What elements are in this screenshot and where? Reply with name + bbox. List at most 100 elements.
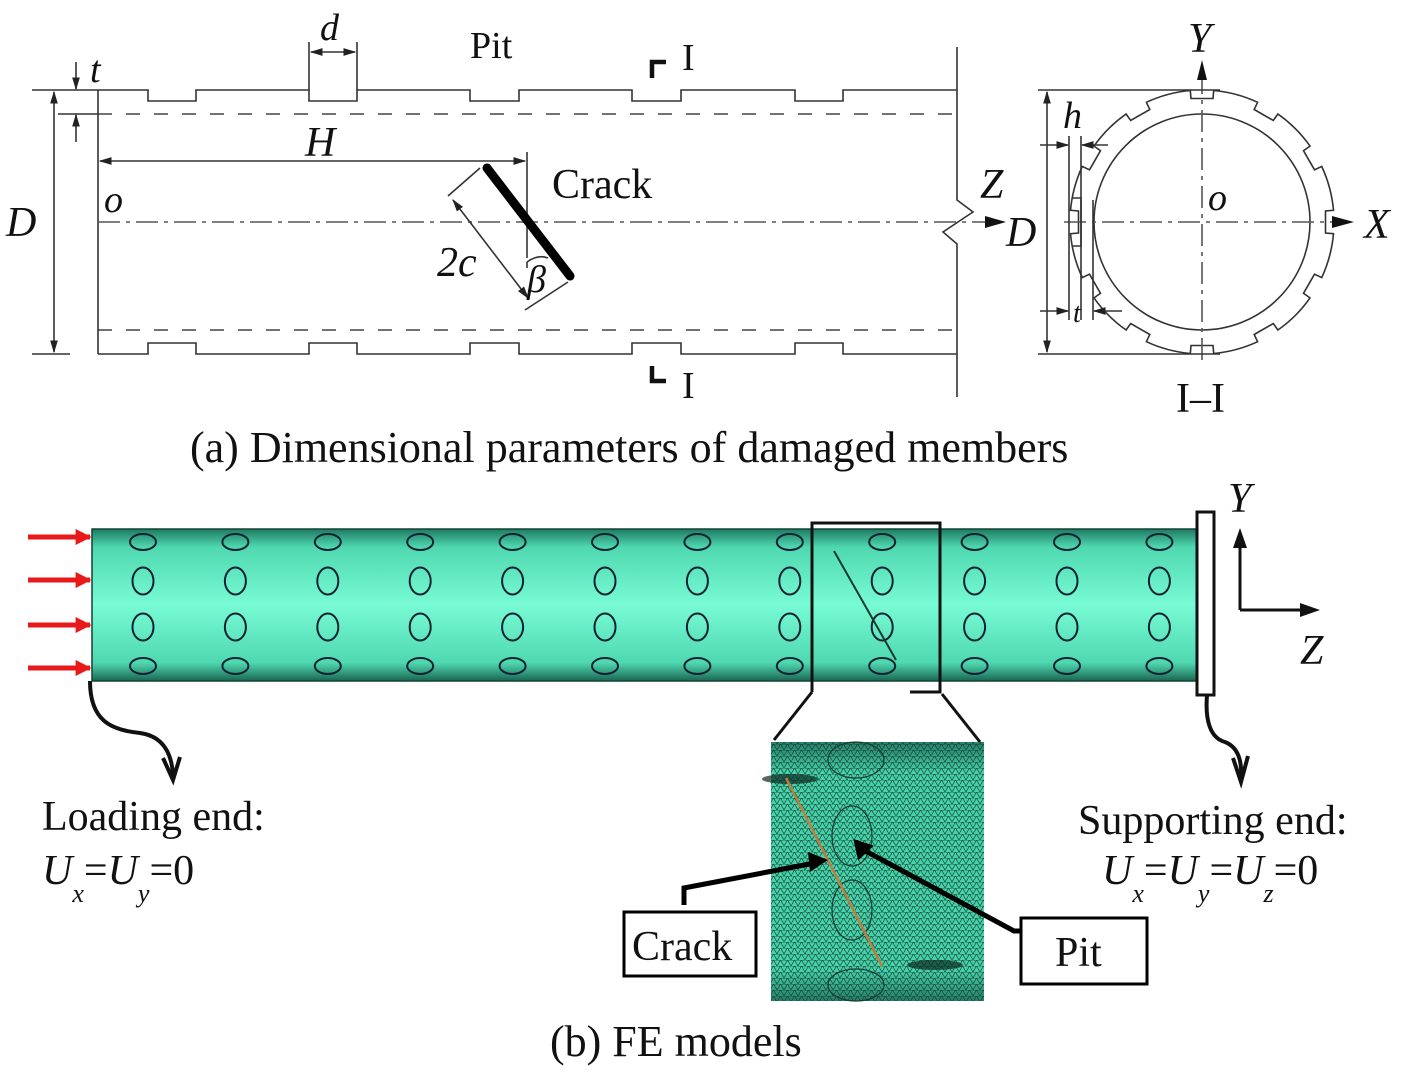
label-pit: Pit <box>470 25 513 67</box>
pit-marker <box>223 566 247 596</box>
pit-marker <box>963 612 987 642</box>
label-beta: β <box>526 259 546 301</box>
pit-grid <box>129 533 1174 675</box>
label-t-cross: t <box>1073 298 1082 329</box>
label-fe-Z: Z <box>1300 628 1324 674</box>
z-axis-arrowhead <box>985 216 1006 228</box>
supporting-end-equation: Ux=Uy=Uz=0 <box>1102 848 1318 908</box>
pit-marker <box>960 657 989 675</box>
mesh-crack-line <box>784 777 884 967</box>
pit-marker <box>591 657 619 675</box>
pit-marker <box>408 566 432 596</box>
label-section-top: I <box>682 37 695 79</box>
label-section-title: I–I <box>1176 376 1225 422</box>
outer-ring-with-pits <box>1069 89 1335 355</box>
pit-marker <box>406 657 435 675</box>
fe-tube <box>91 528 1200 682</box>
label-t: t <box>90 49 102 91</box>
pit-marker <box>683 533 712 551</box>
pit-marker <box>868 533 897 551</box>
pit-marker <box>406 533 435 551</box>
loading-end-curved-arrow <box>88 680 175 777</box>
pit-marker <box>960 533 989 551</box>
panel-b-fe-model: Y Z Crack Pit Loading end: <box>28 476 1348 1002</box>
label-origin: o <box>104 179 123 221</box>
beta-angle-arc <box>526 255 549 263</box>
pit-marker <box>1053 657 1081 675</box>
label-crack: Crack <box>552 162 652 208</box>
label-D-cross: D <box>1005 210 1036 256</box>
pit-marker <box>1147 566 1171 596</box>
label-h: h <box>1063 95 1082 137</box>
pit-marker <box>778 566 802 596</box>
support-plate <box>1195 510 1216 697</box>
pit-marker <box>223 612 247 642</box>
pit-marker <box>775 657 804 675</box>
pit-marker <box>870 566 894 596</box>
pit-marker <box>221 533 250 551</box>
label-origin-cross: o <box>1208 177 1227 219</box>
pit-marker <box>131 566 155 596</box>
fe-y-arrowhead <box>1233 528 1247 548</box>
pit-marker <box>313 533 342 551</box>
supporting-end-curved-arrow <box>1204 694 1244 781</box>
pit-marker <box>316 612 340 642</box>
label-fe-Y: Y <box>1228 476 1256 522</box>
pit-marker <box>1055 566 1079 596</box>
pit-marker <box>775 533 804 551</box>
pit-marker <box>1053 533 1081 551</box>
pit-marker <box>408 612 432 642</box>
pit-marker <box>313 657 342 675</box>
pit-marker <box>129 657 157 675</box>
pit-marker <box>685 612 709 642</box>
pit-marker <box>591 533 619 551</box>
label-X-cross: X <box>1362 202 1392 248</box>
caption-panel-b: (b) FE models <box>550 1017 802 1066</box>
section-mark-bottom <box>649 366 666 384</box>
pit-marker <box>1145 657 1174 675</box>
pit-marker <box>501 566 525 596</box>
crack-callout-label: Crack <box>632 924 732 970</box>
pit-callout-box <box>1019 916 1149 986</box>
fe-z-arrowhead <box>1300 603 1320 617</box>
label-2c: 2c <box>437 240 477 286</box>
loading-end-title: Loading end: <box>42 794 265 840</box>
section-mark-top <box>649 59 666 78</box>
pit-marker <box>221 657 250 675</box>
label-H: H <box>304 120 338 166</box>
outer-wall-bottom <box>98 342 957 355</box>
pit-marker <box>1055 612 1079 642</box>
label-section-bottom: I <box>682 365 695 407</box>
pit-marker <box>129 533 157 551</box>
label-D-left: D <box>5 200 36 246</box>
pit-marker <box>685 566 709 596</box>
outer-wall-top <box>98 89 957 102</box>
pit-marker <box>1147 612 1171 642</box>
pit-marker <box>1145 533 1174 551</box>
pit-callout-label: Pit <box>1055 930 1102 976</box>
pit-marker <box>683 657 712 675</box>
pit-marker <box>778 612 802 642</box>
inner-ring <box>1093 113 1311 331</box>
panel-a-longitudinal-view: t d Pit I I D H Crack o 2c β Z <box>5 7 1006 407</box>
label-Y-cross: Y <box>1188 16 1216 62</box>
2c-dimension-line <box>452 198 529 300</box>
pit-marker <box>131 612 155 642</box>
zoom-window <box>810 521 942 694</box>
caption-panel-a: (a) Dimensional parameters of damaged me… <box>190 423 1068 472</box>
label-d: d <box>320 7 340 49</box>
pit-marker <box>501 612 525 642</box>
pit-marker <box>316 566 340 596</box>
mesh-inset <box>762 741 984 1002</box>
break-line <box>941 47 975 397</box>
load-arrows <box>28 528 92 677</box>
panel-a-cross-section: Y X o D h t I–I <box>1005 16 1392 422</box>
pit-marker <box>593 612 617 642</box>
crack-callout-leader <box>681 859 821 905</box>
pit-marker <box>870 612 894 642</box>
label-Z: Z <box>980 162 1004 208</box>
crack-callout-box <box>622 910 758 978</box>
pit-marker <box>593 566 617 596</box>
loading-end-equation: Ux=Uy=0 <box>42 848 194 908</box>
